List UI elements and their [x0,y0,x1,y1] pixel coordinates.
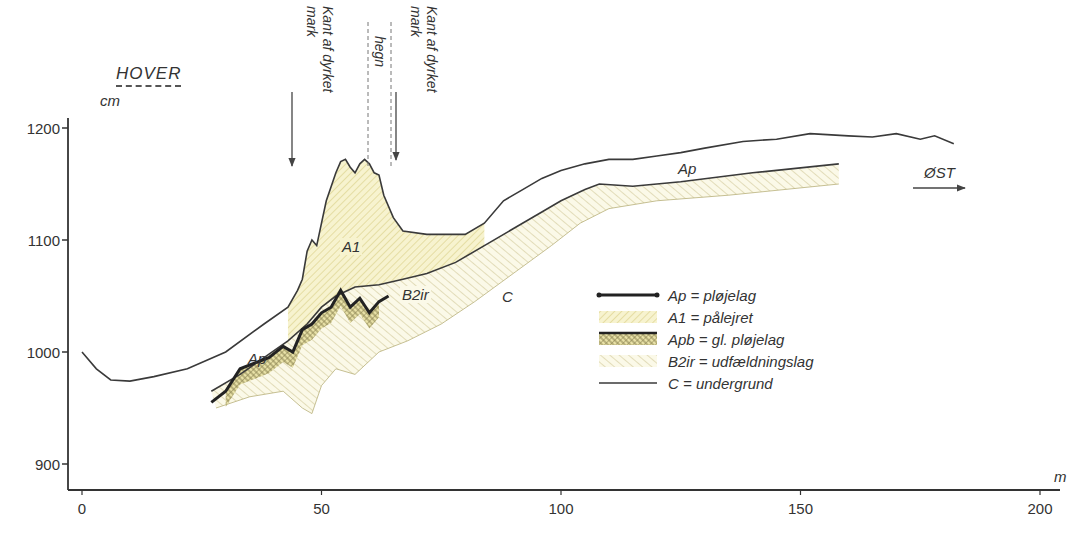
axis-value: 200 [1025,500,1054,517]
axis-value: 900 [33,456,62,473]
y-axis [67,118,69,490]
field-edge-arrow [291,92,292,166]
x-axis [68,489,1060,491]
layer-label: C [500,288,515,305]
legend-sample [596,308,660,326]
annotation-label: Kant af dyrket mark [304,4,336,112]
axis-value: 1200 [25,120,62,137]
y-tick [62,127,68,129]
axis-value: 100 [546,500,575,517]
legend-row: A1 = pålejret [596,306,814,328]
apb-line [211,290,388,402]
legend-text: A1 = pålejret [668,309,753,326]
x-tick [560,490,561,495]
layer-label: Ap [676,160,698,177]
axis-value: 50 [311,500,332,517]
y-tick [62,351,68,353]
field-edge-arrow [395,92,396,160]
legend-text: C = undergrund [668,375,773,392]
fence-line [368,22,369,166]
layer-label: Ap [246,350,268,367]
east-arrow [913,187,965,188]
axis-value: 0 [76,500,88,517]
legend-text: B2ir = udfældningslag [668,353,814,370]
annotation-label: hegn [372,34,388,78]
surface-line [82,134,954,382]
x-tick [800,490,801,495]
layer-label: ØST [922,164,957,181]
a1-layer [288,159,484,340]
legend-sample [596,330,660,348]
x-tick [321,490,322,495]
layer-label: A1 [340,238,362,255]
legend-sample [596,374,660,392]
axis-value: 1000 [25,344,62,361]
legend-text: Ap = pløjelag [668,287,756,304]
legend-row: Apb = gl. pløjelag [596,328,814,350]
legend-text: Apb = gl. pløjelag [668,331,784,348]
annotation-label: Kant af dyrket mark [408,4,440,112]
diagram-title: HOVER [116,64,181,87]
legend-row: B2ir = udfældningslag [596,350,814,372]
c-boundary-line [211,164,838,391]
legend-row: C = undergrund [596,372,814,394]
legend: Ap = pløjelag A1 = pålejretApb = gl. pløj… [596,284,814,394]
y-tick [62,239,68,241]
layer-label: cm [98,92,122,109]
x-tick [1039,490,1040,495]
legend-row: Ap = pløjelag [596,284,814,306]
axis-value: 150 [786,500,815,517]
fence-line [391,22,392,166]
legend-sample [596,286,660,304]
b2ir-bottom-line [216,184,839,414]
layer-label: B2ir [400,286,431,303]
x-tick [81,490,82,495]
y-tick [62,463,68,465]
legend-sample [596,352,660,370]
layer-label: m [1052,468,1069,485]
apb-layer [226,290,379,406]
axis-value: 1100 [26,232,62,249]
